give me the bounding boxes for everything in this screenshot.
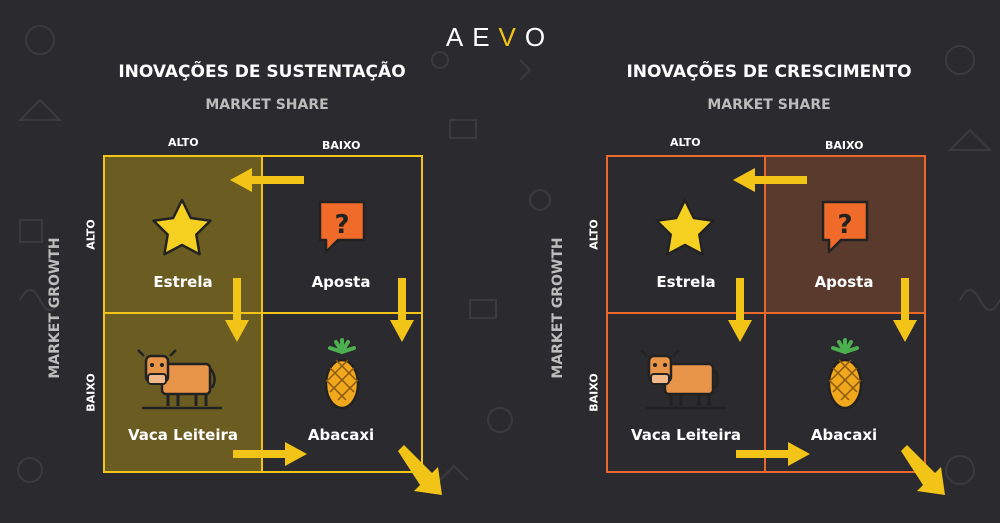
left-x-low-label: BAIXO: [322, 139, 361, 152]
right-y-high-label: ALTO: [587, 219, 601, 250]
right-panel-title: INOVAÇÕES DE CRESCIMENTO: [626, 62, 912, 82]
left-star-label: Estrela: [153, 273, 213, 291]
right-x-axis-label: MARKET SHARE: [707, 97, 831, 113]
right-y-axis-label: MARKET GROWTH: [550, 237, 566, 379]
right-star-label: Estrela: [656, 273, 716, 291]
left-x-high-label: ALTO: [168, 136, 199, 149]
right-question-label: Aposta: [814, 273, 874, 291]
left-cow-label: Vaca Leiteira: [127, 426, 239, 444]
right-x-low-label: BAIXO: [825, 139, 864, 152]
left-y-low-label: BAIXO: [84, 373, 98, 412]
left-pineapple-label: Abacaxi: [307, 426, 375, 444]
right-y-low-label: BAIXO: [587, 373, 601, 412]
left-x-axis-label: MARKET SHARE: [205, 97, 329, 113]
left-cell-pineapple: [261, 312, 423, 473]
left-y-high-label: ALTO: [84, 219, 98, 250]
right-cell-pineapple: [764, 312, 926, 473]
left-panel-title: INOVAÇÕES DE SUSTENTAÇÃO: [118, 62, 406, 82]
left-question-label: Aposta: [311, 273, 371, 291]
right-x-high-label: ALTO: [670, 136, 701, 149]
left-cell-cow: [103, 312, 263, 473]
right-cow-label: Vaca Leiteira: [630, 426, 742, 444]
right-cell-cow: [606, 312, 766, 473]
brand-logo: AEVO: [445, 22, 555, 52]
right-pineapple-label: Abacaxi: [810, 426, 878, 444]
left-y-axis-label: MARKET GROWTH: [47, 237, 63, 379]
